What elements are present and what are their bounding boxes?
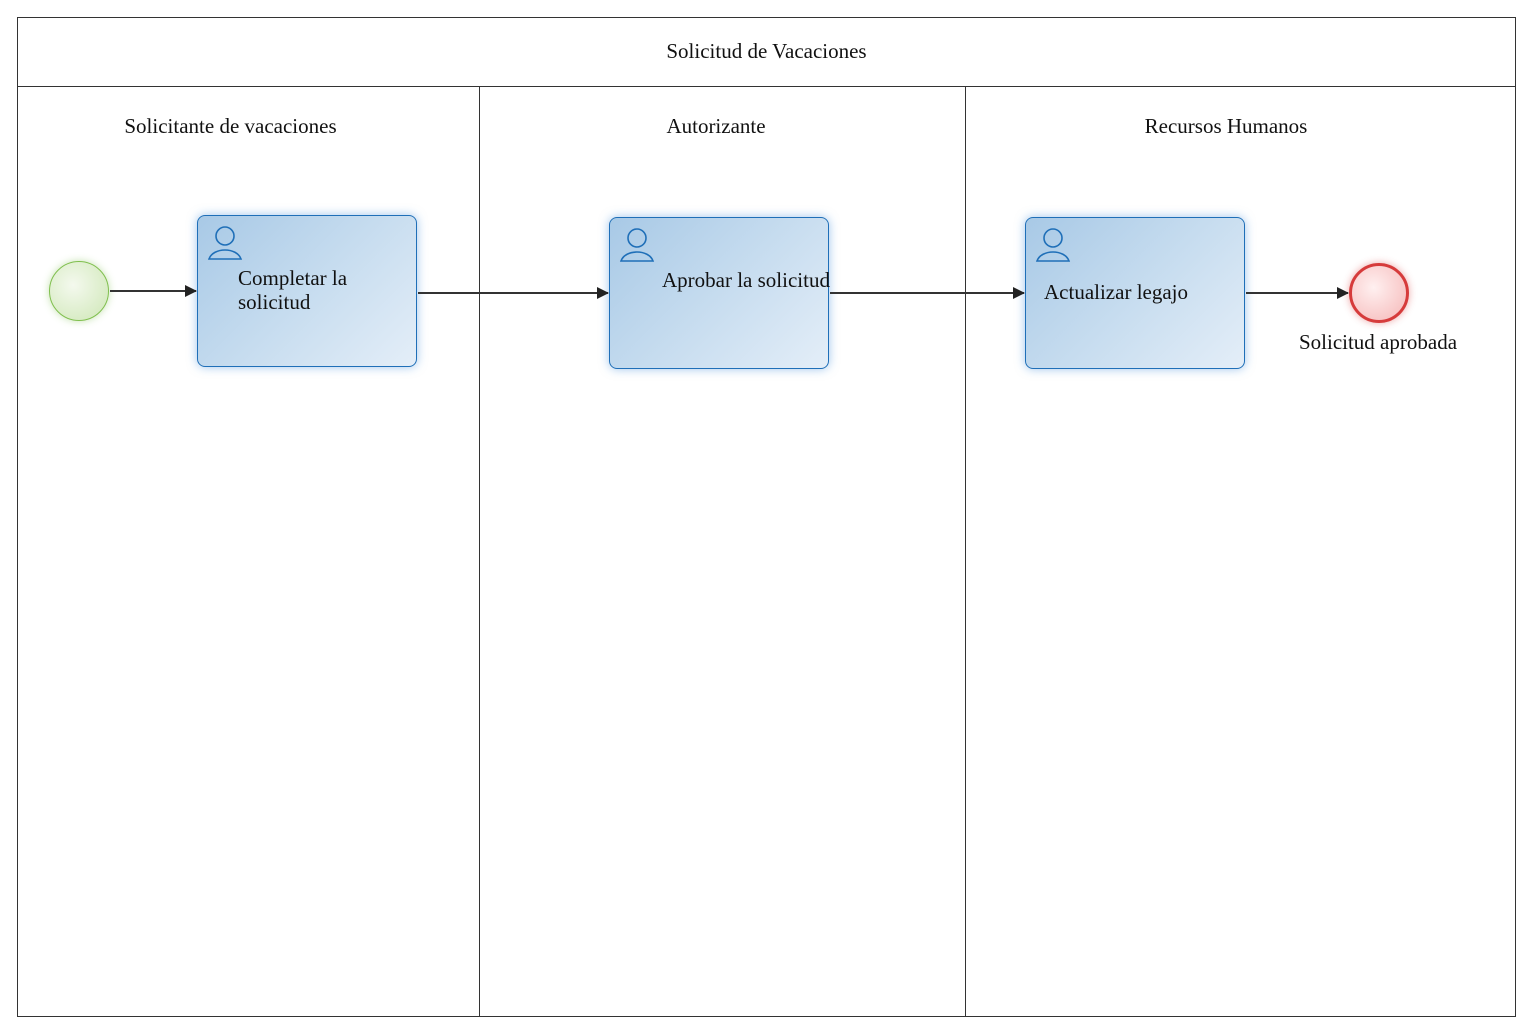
task-completar-solicitud[interactable]: Completar la solicitud	[197, 215, 417, 367]
lane-title-recursos-humanos: Recursos Humanos	[1144, 113, 1308, 138]
user-icon	[1035, 228, 1071, 262]
lane-title-autorizante: Autorizante	[666, 113, 766, 138]
end-event-label: Solicitud aprobada	[1298, 330, 1458, 354]
end-event[interactable]	[1349, 263, 1409, 323]
task-actualizar-legajo[interactable]: Actualizar legajo	[1025, 217, 1245, 369]
pool-title: Solicitud de Vacaciones	[17, 17, 1516, 87]
lane-title-solicitante: Solicitante de vacaciones	[124, 113, 337, 138]
task-aprobar-solicitud[interactable]: Aprobar la solicitud	[609, 217, 830, 369]
start-event[interactable]	[49, 261, 109, 321]
user-icon	[207, 226, 243, 260]
lane-divider	[965, 87, 966, 1017]
task-label: Completar la solicitud	[238, 266, 348, 314]
pool	[17, 17, 1516, 1017]
task-label: Actualizar legajo	[1044, 280, 1189, 304]
lane-divider	[479, 87, 480, 1017]
task-label: Aprobar la solicitud	[662, 268, 830, 292]
user-icon	[619, 228, 655, 262]
